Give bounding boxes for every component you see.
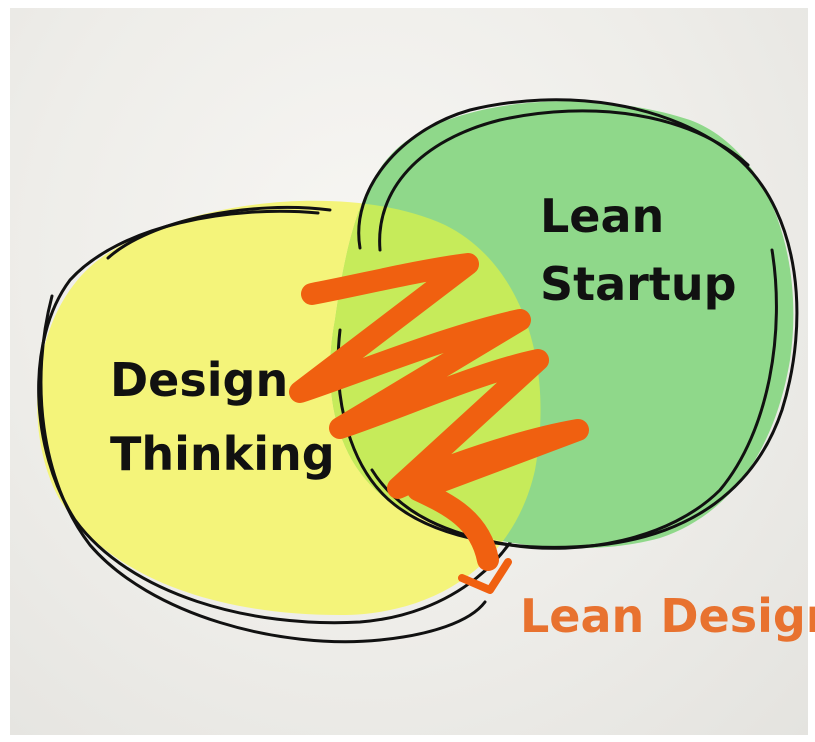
design-thinking-label-line2: Thinking — [110, 427, 335, 481]
lean-startup-label-line1: Lean — [540, 189, 664, 243]
lean-startup-label-line2: Startup — [540, 257, 737, 311]
design-thinking-outline-2 — [39, 205, 487, 644]
lean-startup-label: Lean Startup — [540, 189, 737, 311]
zigzag-arrow-icon — [289, 253, 589, 594]
design-thinking-label-line1: Design — [110, 353, 288, 407]
arrow-head-icon — [458, 558, 512, 594]
lean-design-label: Lean Design — [520, 589, 815, 643]
lean-startup-outline-2 — [370, 109, 778, 550]
lean-startup-outline-1 — [336, 98, 799, 549]
design-thinking-label: Design Thinking — [110, 353, 335, 481]
